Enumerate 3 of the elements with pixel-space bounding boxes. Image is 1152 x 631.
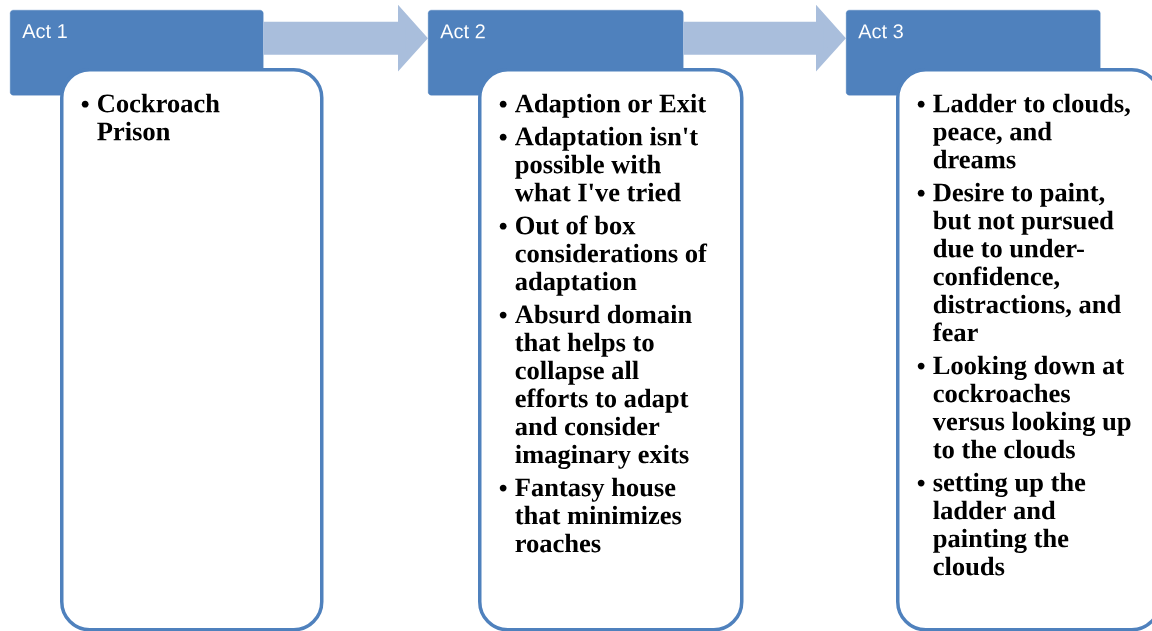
list-box: Adaption or Exit Adaptation isn't possible with what I've tried Out of box considerations of adaptation Absurd domain that helps to collapse all efforts to adapt and consider imaginary exits Fantasy house that minimizes roaches [478, 68, 744, 631]
list-box: Ladder to clouds, peace, and dreams Desire to paint, but not pursued due to under-confidence, distractions, and fear Looking down at cockroaches versus looking up to the clouds setting up the ladder and painting the clouds [896, 68, 1152, 631]
list-box: Cockroach Prison [60, 68, 324, 631]
